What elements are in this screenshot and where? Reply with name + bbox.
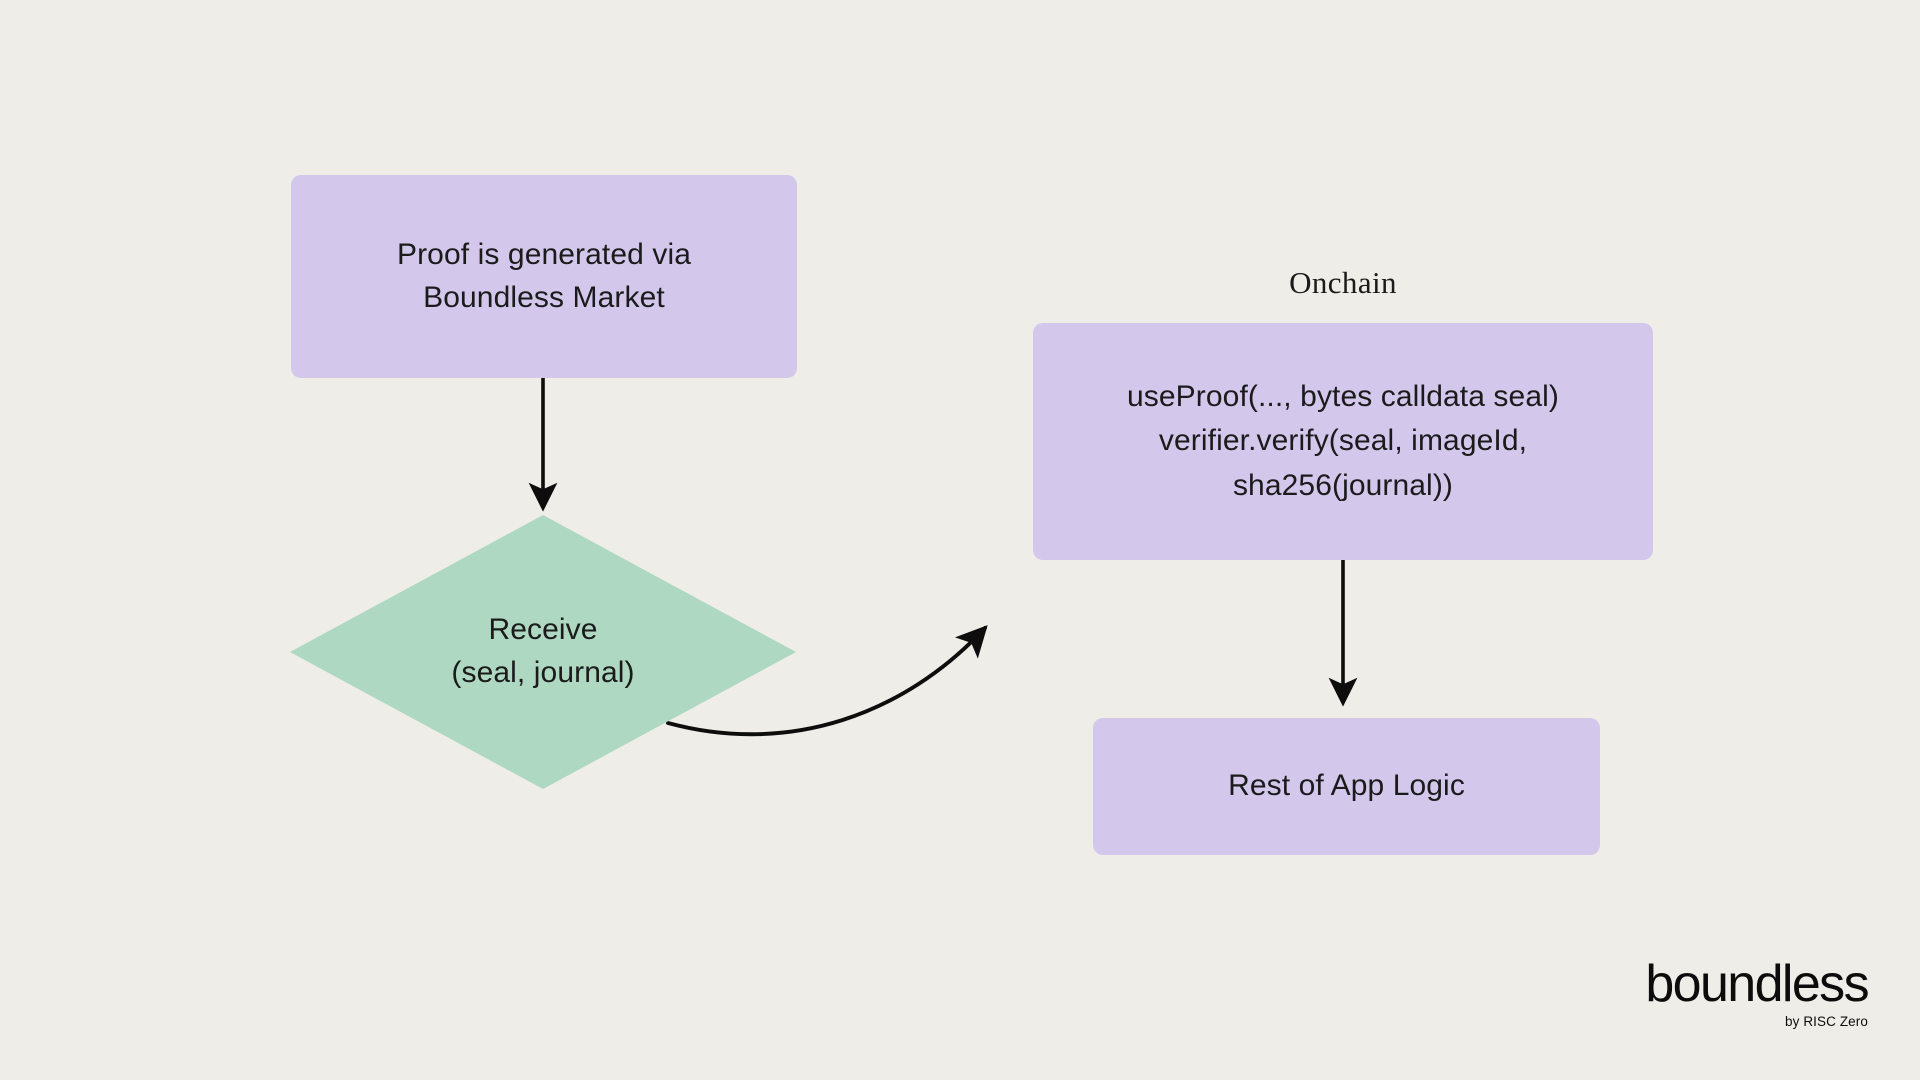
node-rest-app-logic-label: Rest of App Logic — [1228, 769, 1465, 803]
node-onchain-verify-label: useProof(..., bytes calldata seal) verif… — [1127, 379, 1559, 502]
node-proof-generated[interactable]: Proof is generated via Boundless Market — [291, 175, 797, 378]
brand-byline: by RISC Zero — [1785, 1013, 1868, 1029]
node-receive[interactable]: Receive (seal, journal) — [290, 515, 796, 789]
brand-logo: boundless by RISC Zero — [1645, 954, 1869, 1029]
onchain-caption: Onchain — [1289, 265, 1397, 300]
node-receive-label: Receive (seal, journal) — [451, 613, 635, 689]
brand-wordmark: boundless — [1645, 954, 1869, 1013]
node-proof-generated-label: Proof is generated via Boundless Market — [396, 237, 692, 314]
node-rest-app-logic[interactable]: Rest of App Logic — [1093, 718, 1600, 855]
node-onchain-verify[interactable]: useProof(..., bytes calldata seal) verif… — [1033, 323, 1653, 560]
